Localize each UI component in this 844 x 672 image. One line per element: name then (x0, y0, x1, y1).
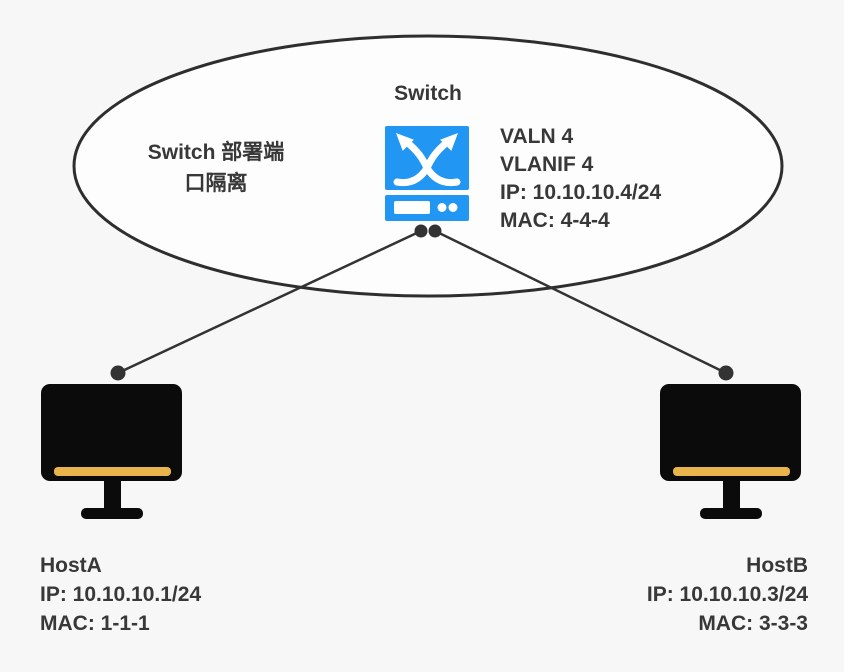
hostA-mac: MAC: 1-1-1 (40, 612, 150, 635)
hostA-port-dot (110, 365, 126, 381)
hostB-mac: MAC: 3-3-3 (698, 612, 808, 635)
switch-port1-dot (414, 224, 428, 238)
hostA-monitor-icon (41, 384, 182, 519)
switch-vlanif-line: VLANIF 4 (500, 153, 594, 176)
hostB-name: HostB (746, 554, 808, 577)
link-switch-to-hostA (116, 229, 423, 375)
switch-ip-line: IP: 10.10.10.4/24 (500, 181, 662, 204)
switch-icon (385, 126, 469, 221)
hostB-monitor-icon (660, 384, 801, 519)
hostA-label-block: HostA IP: 10.10.10.1/24 MAC: 1-1-1 (40, 551, 201, 638)
switch-info-block: VALN 4 VLANIF 4 IP: 10.10.10.4/24 MAC: 4… (500, 123, 661, 235)
switch-port2-dot (428, 224, 442, 238)
ellipse-caption: Switch 部署端 口隔离 (147, 141, 285, 195)
link-switch-to-hostB (433, 229, 728, 375)
switch-mac-line: MAC: 4-4-4 (500, 209, 610, 232)
hostB-port-dot (718, 365, 734, 381)
hostB-ip: IP: 10.10.10.3/24 (646, 583, 808, 606)
switch-vlan-line: VALN 4 (500, 125, 574, 148)
hostB-label-block: HostB IP: 10.10.10.3/24 MAC: 3-3-3 (647, 551, 808, 638)
switch-title: Switch (394, 82, 462, 105)
hostA-ip: IP: 10.10.10.1/24 (40, 583, 202, 606)
hostA-name: HostA (40, 554, 102, 577)
